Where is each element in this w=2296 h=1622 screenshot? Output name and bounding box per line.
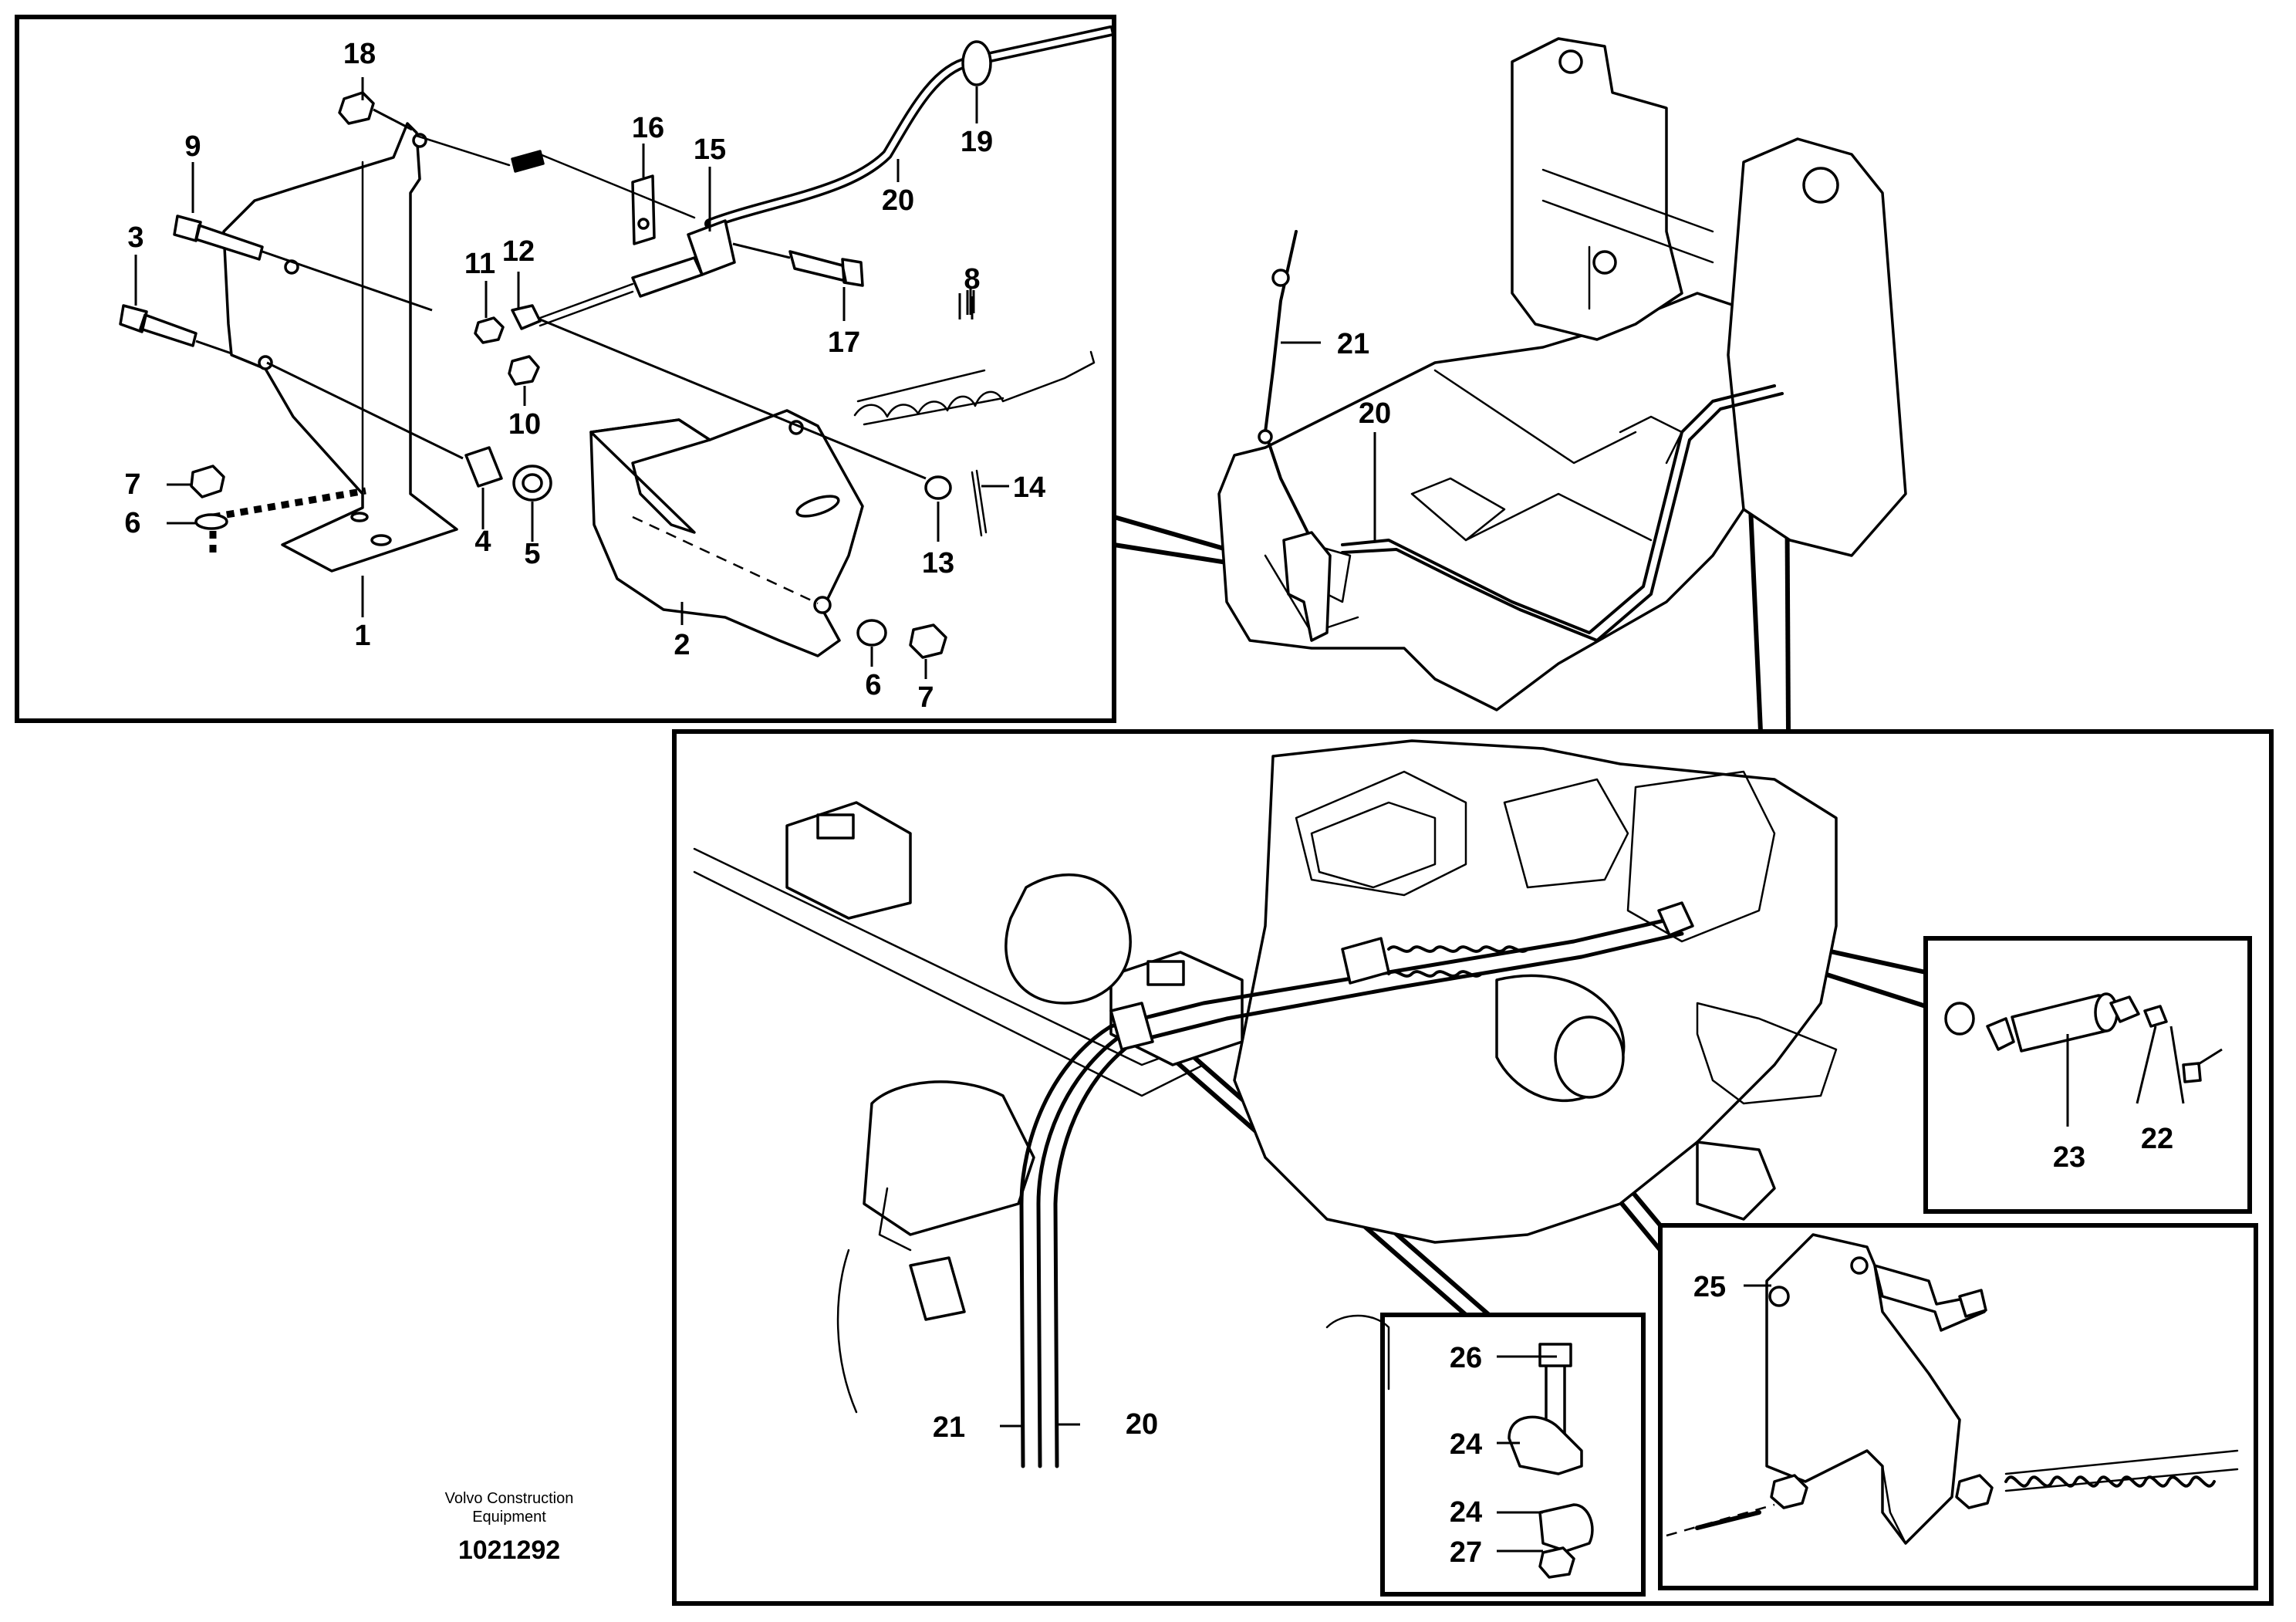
pedal-plate-slot — [795, 495, 840, 518]
pedal-pivot-axis — [632, 515, 819, 605]
washer-part-13 — [924, 475, 952, 500]
callout-23: 23 — [2053, 1141, 2085, 1174]
cable-link-break — [511, 150, 545, 173]
bolt-part-17 — [788, 250, 864, 287]
pedal-plate-pivot-hole — [813, 596, 832, 614]
plate-part-16-hole — [637, 218, 650, 230]
callout-21-overview: 21 — [1337, 328, 1369, 360]
callout-7-left: 7 — [124, 468, 140, 501]
nut-part-7-right — [909, 623, 947, 659]
axis-bolt-17 — [732, 242, 791, 259]
callout-1: 1 — [354, 620, 370, 652]
spring-part-8 — [853, 350, 1096, 418]
callout-19: 19 — [961, 126, 993, 158]
washer-part-6-left — [194, 513, 228, 530]
callout-15: 15 — [694, 133, 726, 166]
bolt-part-3 — [119, 304, 198, 347]
callout-24-lower: 24 — [1450, 1496, 1482, 1529]
detail-frame-clamp — [1380, 1313, 1646, 1597]
bracket-plate-hole — [370, 534, 392, 546]
callout-17: 17 — [828, 326, 860, 359]
pedal-bracket-overview — [1282, 531, 1332, 642]
cable-inner-rod — [539, 282, 634, 327]
cotter-pin-part-14 — [971, 469, 988, 537]
axis-bolt-3 — [195, 340, 232, 355]
callout-6-right: 6 — [865, 669, 881, 701]
bushing-part-5-inner — [522, 473, 543, 493]
nut-part-10 — [508, 355, 540, 386]
callout-20-pedal: 20 — [882, 184, 914, 217]
callout-13: 13 — [922, 547, 954, 580]
callout-14: 14 — [1013, 471, 1045, 504]
cable-part-21-engine — [1019, 916, 1676, 1468]
bracket-plate-part-1 — [222, 122, 458, 573]
clamp-part-24-upper — [1508, 1415, 1583, 1475]
callout-6-left: 6 — [124, 507, 140, 539]
cable-end-detail — [1944, 992, 2223, 1083]
callout-10: 10 — [508, 408, 541, 441]
callout-20-engine: 20 — [1126, 1408, 1158, 1441]
callout-2: 2 — [674, 629, 690, 661]
callout-12: 12 — [502, 235, 535, 268]
company-name-line2: Equipment — [472, 1509, 546, 1526]
grommet-part-19 — [961, 40, 992, 86]
nut-part-7-left — [190, 465, 225, 498]
axis-bolt-9 — [262, 250, 433, 312]
callout-3: 3 — [127, 221, 144, 254]
callout-7-right: 7 — [917, 681, 934, 714]
callout-26: 26 — [1450, 1342, 1482, 1374]
callout-25: 25 — [1693, 1271, 1726, 1303]
callout-9: 9 — [184, 130, 201, 163]
callout-22: 22 — [2141, 1123, 2173, 1155]
callout-5: 5 — [524, 538, 540, 570]
callout-27: 27 — [1450, 1536, 1482, 1569]
engine-detail — [693, 739, 1838, 1468]
cable-spring-sleeves — [1387, 945, 1529, 978]
axis-lower — [266, 361, 464, 460]
spring-part-8-body — [856, 369, 1004, 426]
bushing-part-4 — [464, 446, 503, 488]
detail-frame-engine-view — [672, 729, 2274, 1606]
detail-frame-pedal-assembly — [15, 15, 1116, 723]
washer-part-6-right — [856, 619, 887, 647]
plate-part-16 — [631, 174, 656, 245]
cable-route-overview — [1341, 384, 1776, 634]
clamp-part-24-lower — [1538, 1503, 1594, 1553]
cable-part-20-upper-core — [708, 28, 1112, 227]
callout-4: 4 — [474, 525, 491, 558]
machine-frame-overview — [1217, 37, 1907, 711]
detail-frame-bracket — [1658, 1223, 2258, 1590]
bracket-part-25 — [1765, 1233, 1961, 1545]
bracket-plate-hole-low — [258, 355, 273, 370]
detail-frame-cable-end — [1923, 936, 2252, 1214]
drawing-number: 1021292 — [458, 1536, 560, 1565]
callout-11: 11 — [464, 248, 495, 280]
callout-24-upper: 24 — [1450, 1428, 1482, 1461]
bracket-plate-hole-2 — [350, 512, 369, 522]
callout-21-engine: 21 — [933, 1411, 965, 1444]
pedal-plate-part-2 — [589, 409, 864, 657]
nut-part-11 — [474, 316, 505, 344]
bracket-detail — [1666, 1233, 2239, 1545]
company-name-line1: Volvo Construction — [445, 1490, 574, 1507]
cable-part-21-overview — [1264, 230, 1313, 542]
callout-20-overview: 20 — [1359, 397, 1391, 430]
callout-16: 16 — [632, 112, 664, 144]
bolt-part-9 — [173, 215, 264, 261]
pedal-plate-top-pad — [589, 418, 711, 534]
clamp-detail — [1508, 1343, 1594, 1579]
callout-8: 8 — [964, 263, 980, 296]
nut-part-27 — [1538, 1546, 1575, 1579]
nut-part-18 — [338, 91, 375, 125]
callout-18: 18 — [343, 38, 376, 70]
pin-part-12 — [511, 304, 542, 330]
cable-link-rod — [415, 134, 696, 219]
cable-threaded-end — [631, 256, 704, 298]
axis-pin-12 — [539, 318, 927, 480]
axis-nut-18 — [373, 108, 413, 131]
clamp-part-15 — [687, 219, 736, 276]
